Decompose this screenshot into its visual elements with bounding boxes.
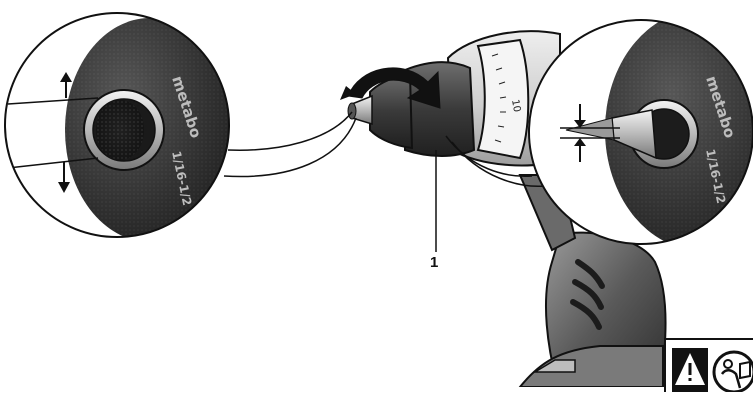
drill-body: 10 (340, 30, 667, 387)
drill-chuck-diagram: 10 metabo (4, 12, 753, 387)
magnifier-connectors (223, 111, 546, 187)
instruction-manual-icon (712, 350, 753, 394)
callout-number: 1 (430, 254, 439, 271)
warning-triangle-icon (672, 348, 708, 392)
clutch-scale-label: 10 (509, 99, 522, 113)
safety-symbols-box (664, 338, 753, 394)
chuck-front-magnifier: metabo 1/16-1/2 (4, 12, 230, 238)
